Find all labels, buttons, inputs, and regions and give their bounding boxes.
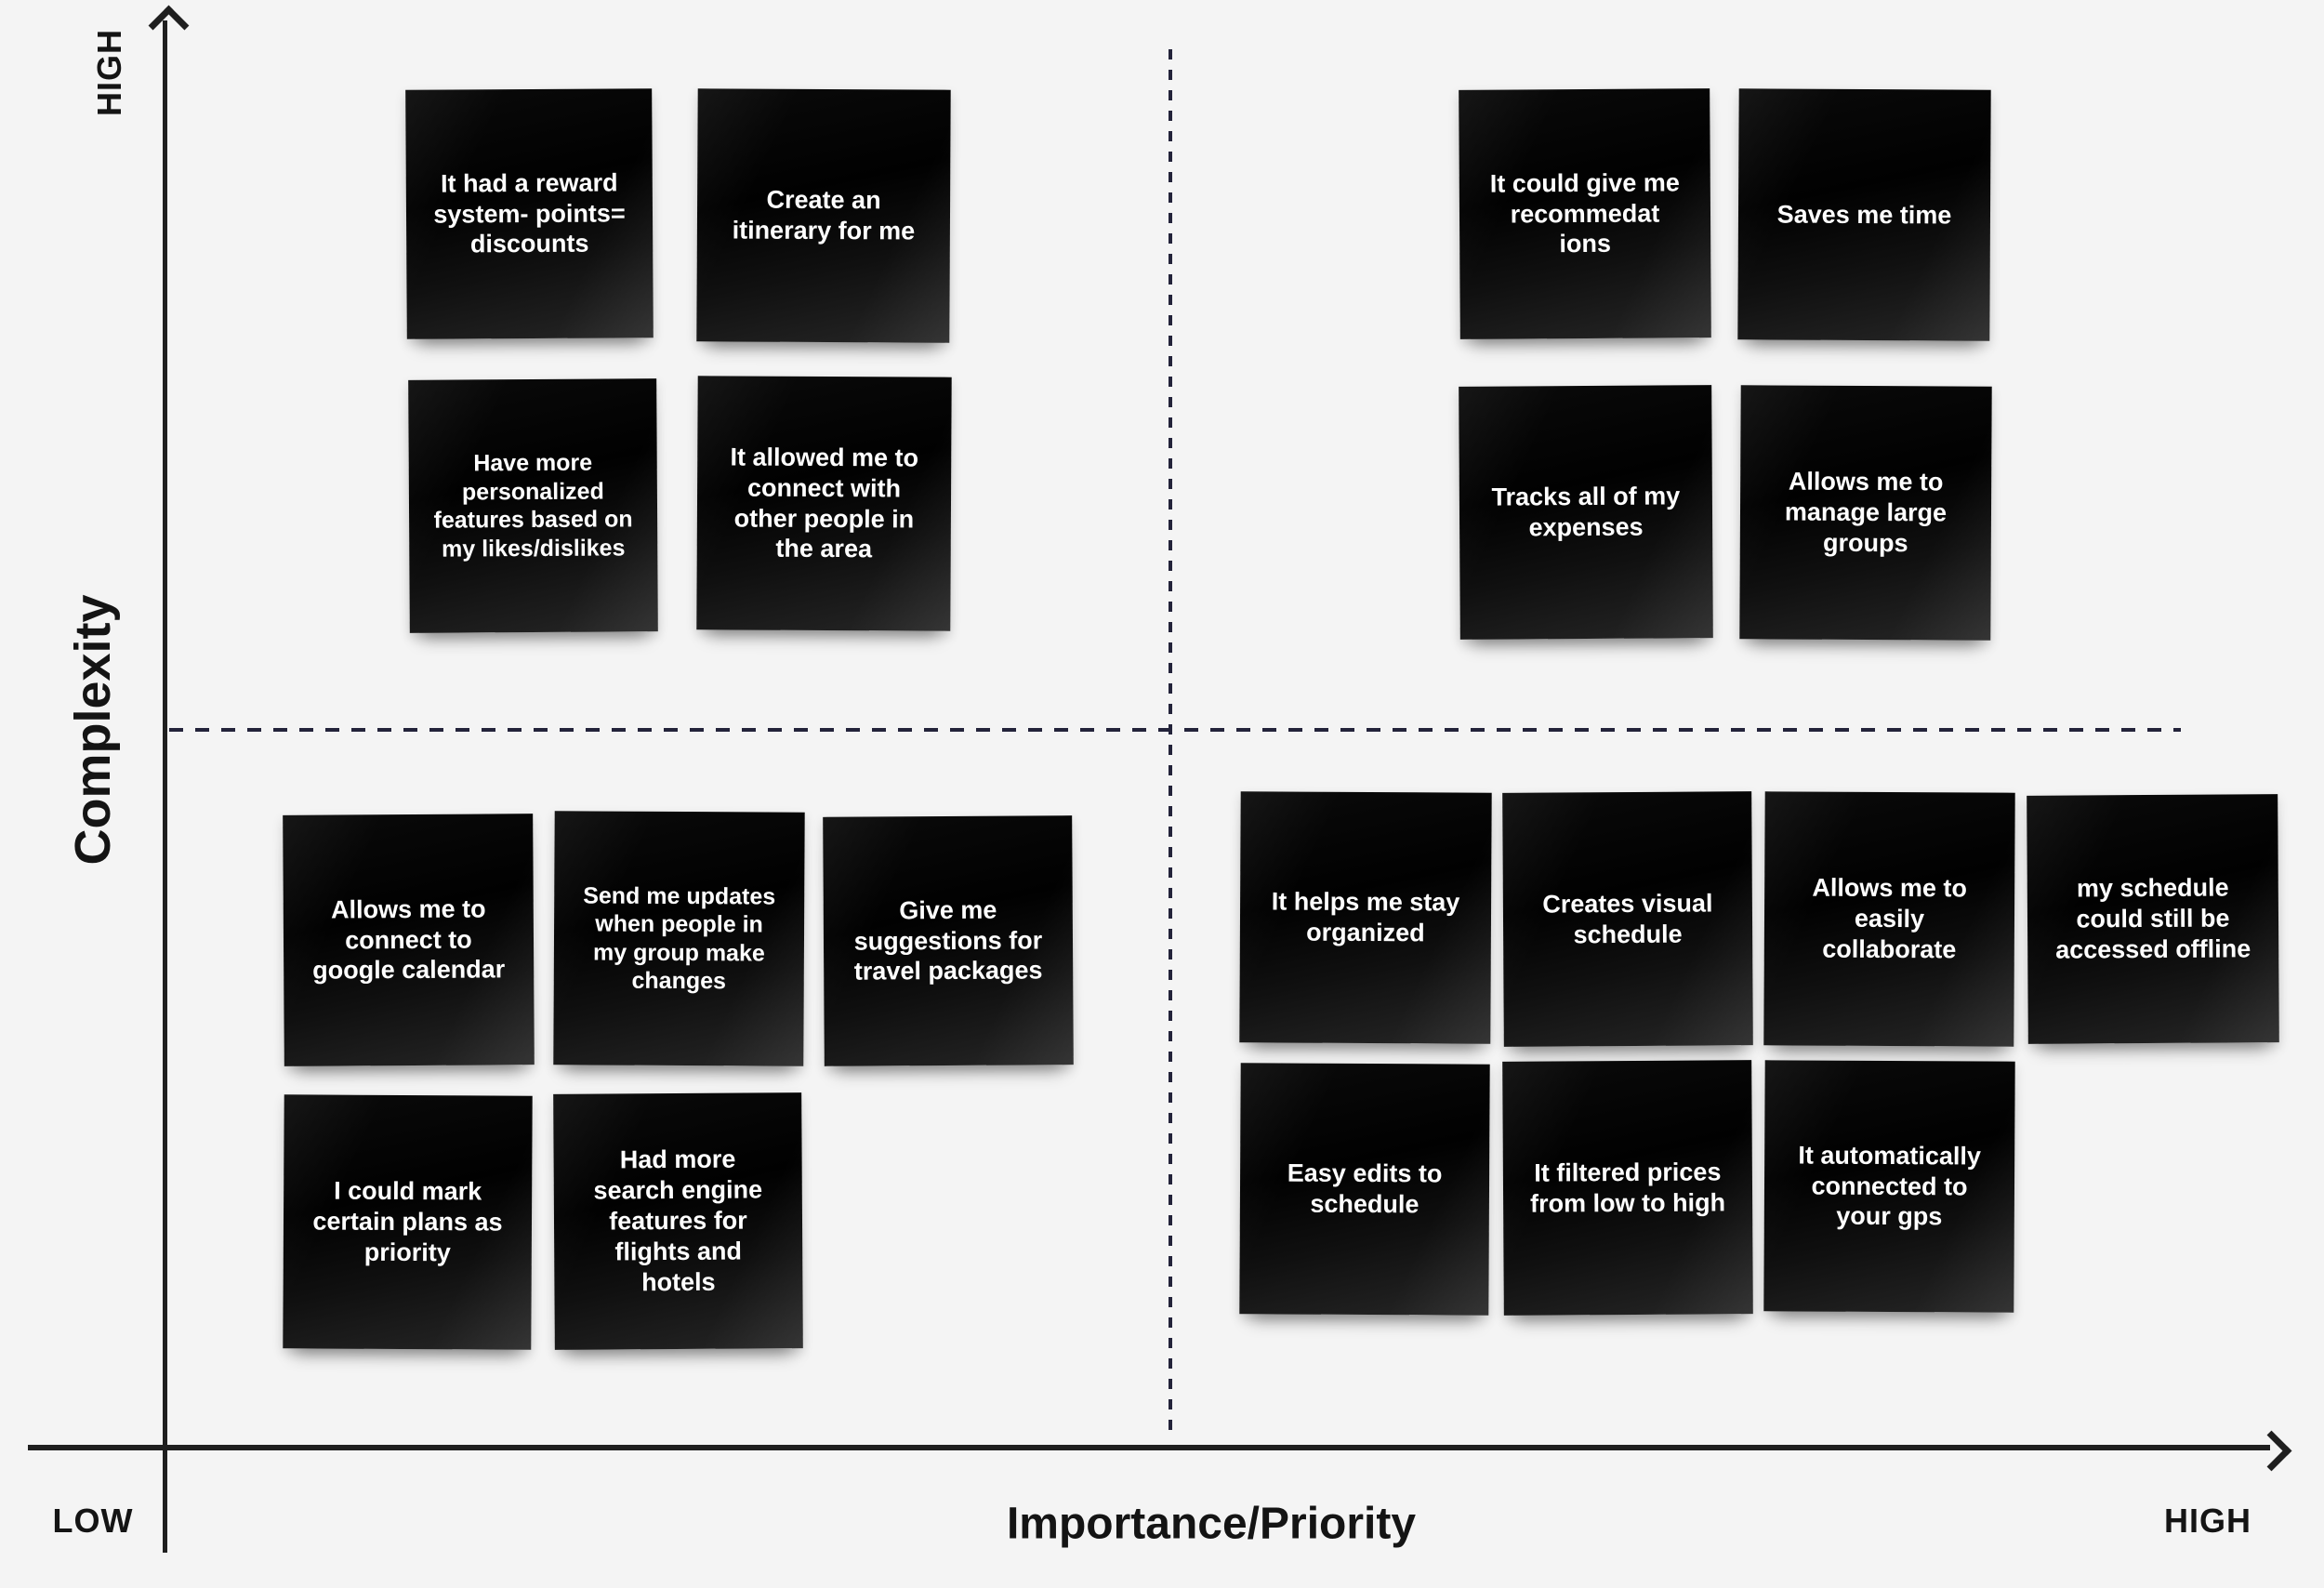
sticky-note[interactable]: It could give me recommedat ions — [1459, 88, 1711, 339]
sticky-note[interactable]: Give me suggestions for travel packages — [823, 815, 1074, 1066]
x-axis-title: Importance/Priority — [1006, 1499, 1417, 1549]
sticky-note[interactable]: I could mark certain plans as priority — [283, 1094, 533, 1350]
sticky-note[interactable]: Have more personalized features based on… — [408, 378, 658, 633]
sticky-note[interactable]: Saves me time — [1737, 88, 1991, 341]
y-axis-line — [163, 20, 167, 1553]
sticky-note[interactable]: Allows me to manage large groups — [1739, 385, 1992, 641]
x-axis-line — [28, 1445, 2270, 1450]
x-axis-high-label: HIGH — [2164, 1502, 2251, 1540]
y-axis-high-label: HIGH — [90, 29, 128, 116]
sticky-note[interactable]: Tracks all of my expenses — [1459, 385, 1713, 640]
sticky-note[interactable]: Had more search engine features for flig… — [553, 1092, 803, 1350]
x-axis-low-label: LOW — [52, 1502, 134, 1540]
sticky-note[interactable]: It had a reward system- points= discount… — [405, 88, 654, 339]
vertical-dashed-divider — [1169, 49, 1172, 1436]
horizontal-dashed-divider — [169, 728, 2181, 732]
sticky-note[interactable]: Easy edits to schedule — [1239, 1063, 1490, 1316]
sticky-note[interactable]: It automatically connected to your gps — [1763, 1060, 2015, 1313]
y-axis-arrow-icon — [148, 5, 190, 46]
sticky-note[interactable]: It helps me stay organized — [1239, 791, 1492, 1044]
sticky-note[interactable]: Send me updates when people in my group … — [553, 811, 805, 1066]
sticky-note[interactable]: Create an itinerary for me — [696, 88, 951, 343]
sticky-note[interactable]: Creates visual schedule — [1502, 791, 1753, 1047]
sticky-note[interactable]: my schedule could still be accessed offl… — [2027, 794, 2279, 1044]
sticky-note[interactable]: Allows me to easily collaborate — [1763, 791, 2015, 1047]
sticky-note[interactable]: Allows me to connect to google calendar — [283, 814, 535, 1066]
x-axis-arrow-icon — [2251, 1430, 2292, 1472]
sticky-note[interactable]: It allowed me to connect with other peop… — [696, 376, 952, 631]
y-axis-title: Complexity — [65, 594, 121, 866]
sticky-note[interactable]: It filtered prices from low to high — [1502, 1060, 1753, 1316]
